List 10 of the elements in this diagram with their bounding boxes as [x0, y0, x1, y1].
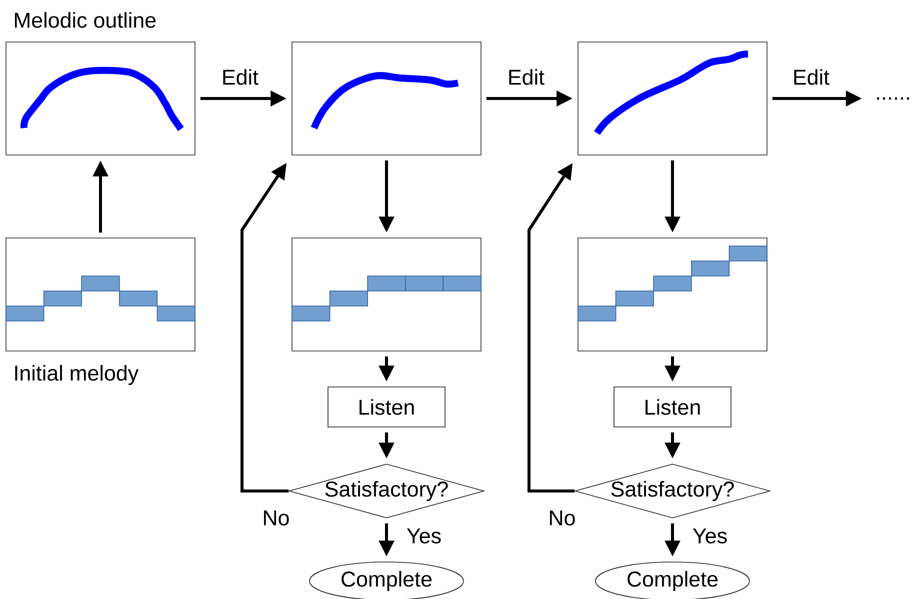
edge-label: Edit [220, 68, 260, 86]
edge-label: Yes [405, 528, 443, 544]
process-box: Listen [328, 386, 446, 428]
panel-caption: Initial melody [15, 364, 139, 386]
edge-label: Edit [506, 68, 546, 86]
ellipsis-text: ...... [877, 97, 909, 100]
process-box: Listen [614, 386, 732, 428]
edge-label: Edit [791, 68, 831, 86]
panel-caption: Melodic outline [14, 12, 156, 28]
edge-label: Yes [691, 528, 729, 544]
